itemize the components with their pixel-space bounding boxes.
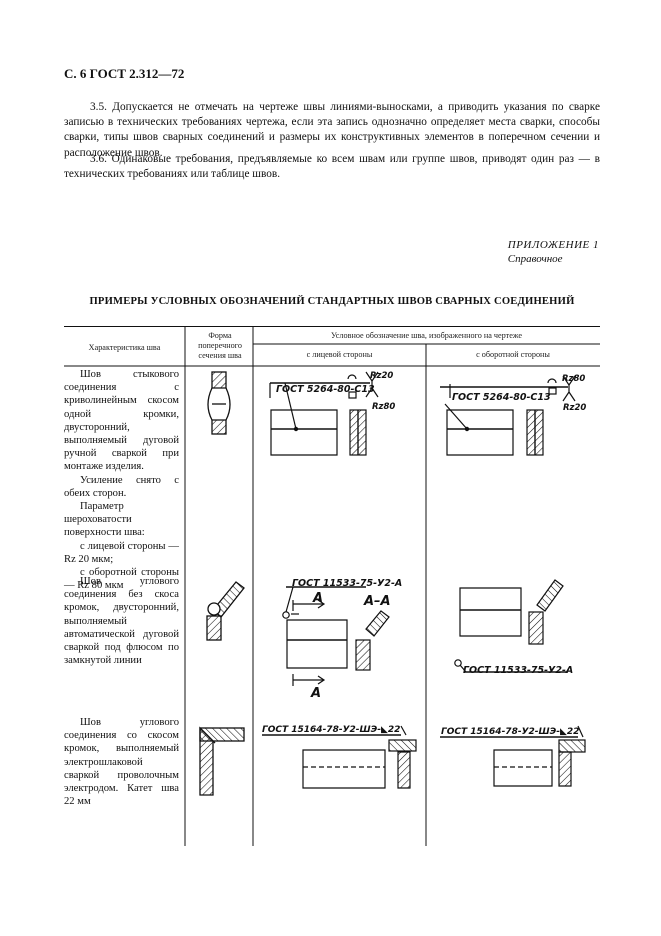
row-1-desc-line: Усиление снято с обеих сторон. (64, 474, 179, 499)
row-1-back-rough-top: Rz80 (562, 374, 585, 384)
weld-table-grid (64, 326, 600, 846)
row-2-section-form (206, 581, 245, 641)
paragraph-3-6: 3.6. Одинаковые требования, предъявляемы… (64, 153, 600, 181)
header-characteristic: Характеристика шва (88, 343, 161, 352)
row-1-back-rough-bottom: Rz20 (563, 403, 586, 413)
header-designation: Условное обозначение шва, изображенного … (330, 331, 523, 340)
row-1-desc-line: с лицевой стороны — Rz 20 мкм; (64, 540, 179, 565)
row-3-desc-line: Шов углового соединения со скосом кромок… (64, 717, 179, 808)
row-1-back-label: ГОСТ 5264-80-С13 (452, 392, 551, 403)
row-1-front-label: ГОСТ 5264-80-С13 (276, 384, 375, 395)
row-2-description: Шов углового соединения без скоса кромок… (64, 575, 179, 667)
row-1-front-rough-bottom: Rz80 (372, 402, 395, 412)
row-2-section-letter-top: А (312, 591, 323, 606)
row-1-desc-line: Параметр шероховатости поверхности шва: (64, 501, 145, 539)
row-1-front-drawing (269, 371, 379, 456)
row-1-desc-line: Шов стыкового соединения с криволинейным… (64, 369, 179, 473)
appendix-subtitle: Справочное (507, 253, 563, 265)
row-2-front-label: ГОСТ 11533-75-У2-А (292, 578, 402, 589)
main-title: ПРИМЕРЫ УСЛОВНЫХ ОБОЗНАЧЕНИЙ СТАНДАРТНЫХ… (89, 296, 575, 307)
header-form: Форма поперечного сечения шва (198, 331, 242, 360)
row-1-back-drawing (440, 375, 576, 456)
row-2-front-drawing (282, 586, 390, 686)
row-1-desc-line: с оборотной стороны — Rz 80 мкм (64, 567, 179, 592)
row-3-description: Шов углового соединения со скосом кромок… (64, 716, 179, 808)
row-3-front-label: ГОСТ 15164-78-У2-ШЭ-◣22 (262, 725, 400, 735)
appendix-label: ПРИЛОЖЕНИЕ 1 Справочное (508, 238, 599, 266)
page-header: С. 6 ГОСТ 2.312—72 (64, 66, 185, 81)
row-2-section-letter-bottom: А (310, 686, 321, 701)
paragraph-3-5: 3.5. Допускается не отмечать на чертеже … (64, 101, 600, 159)
row-3-front-drawing (262, 725, 417, 789)
row-1-section-form (207, 371, 231, 435)
row-1-description: Шов стыкового соединения с криволинейным… (64, 368, 179, 592)
row-3-section-form (199, 726, 245, 796)
row-3-back-drawing (440, 725, 586, 787)
row-2-desc-line: Шов углового соединения без скоса кромок… (64, 576, 179, 667)
row-3-back-label: ГОСТ 15164-78-У2-ШЭ-◣22 (441, 727, 579, 737)
row-2-section-label: А–А (363, 594, 391, 609)
appendix-title: ПРИЛОЖЕНИЕ 1 (507, 239, 599, 251)
header-back: с оборотной стороны (476, 350, 550, 359)
header-front: с лицевой стороны (306, 350, 373, 359)
row-2-back-drawing (454, 579, 568, 673)
row-2-back-label: ГОСТ 11533-75-У2-А (463, 665, 573, 676)
row-1-front-rough-top: Rz20 (370, 371, 393, 381)
